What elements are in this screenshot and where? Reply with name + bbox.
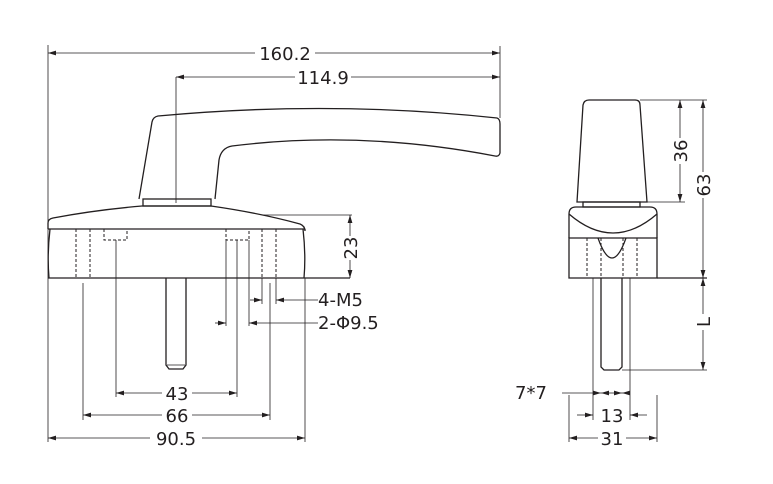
label-thread-holes: 4-M5 (318, 290, 363, 311)
dim-base-height: 23 (341, 237, 362, 260)
dim-hole-spacing-inner: 43 (166, 384, 189, 405)
side-base-cap (568, 206, 658, 238)
dim-hole-spacing: 13 (601, 406, 624, 427)
handle-lever (138, 107, 501, 200)
side-spindle (600, 278, 623, 371)
dim-overall-length: 160.2 (259, 44, 311, 65)
dim-total-height: 63 (694, 174, 715, 197)
dim-knob-height: 36 (671, 140, 692, 163)
knob (576, 99, 648, 203)
side-view: 36 63 L 7*7 13 31 (515, 99, 715, 450)
spindle-collar (142, 198, 212, 207)
base-cover (47, 205, 306, 232)
front-view: 160.2 114.9 23 4-M5 2-Φ9.5 43 66 90.5 (47, 42, 501, 450)
dim-base-width: 31 (601, 429, 624, 450)
spindle (165, 278, 187, 370)
base-body (47, 228, 350, 279)
label-spindle-square: 7*7 (515, 383, 547, 404)
label-bore-holes: 2-Φ9.5 (318, 313, 379, 334)
dim-lever-length: 114.9 (297, 68, 349, 89)
dim-spindle-length: L (694, 317, 715, 327)
dim-base-length: 90.5 (156, 429, 196, 450)
dim-hole-spacing-outer: 66 (166, 406, 189, 427)
